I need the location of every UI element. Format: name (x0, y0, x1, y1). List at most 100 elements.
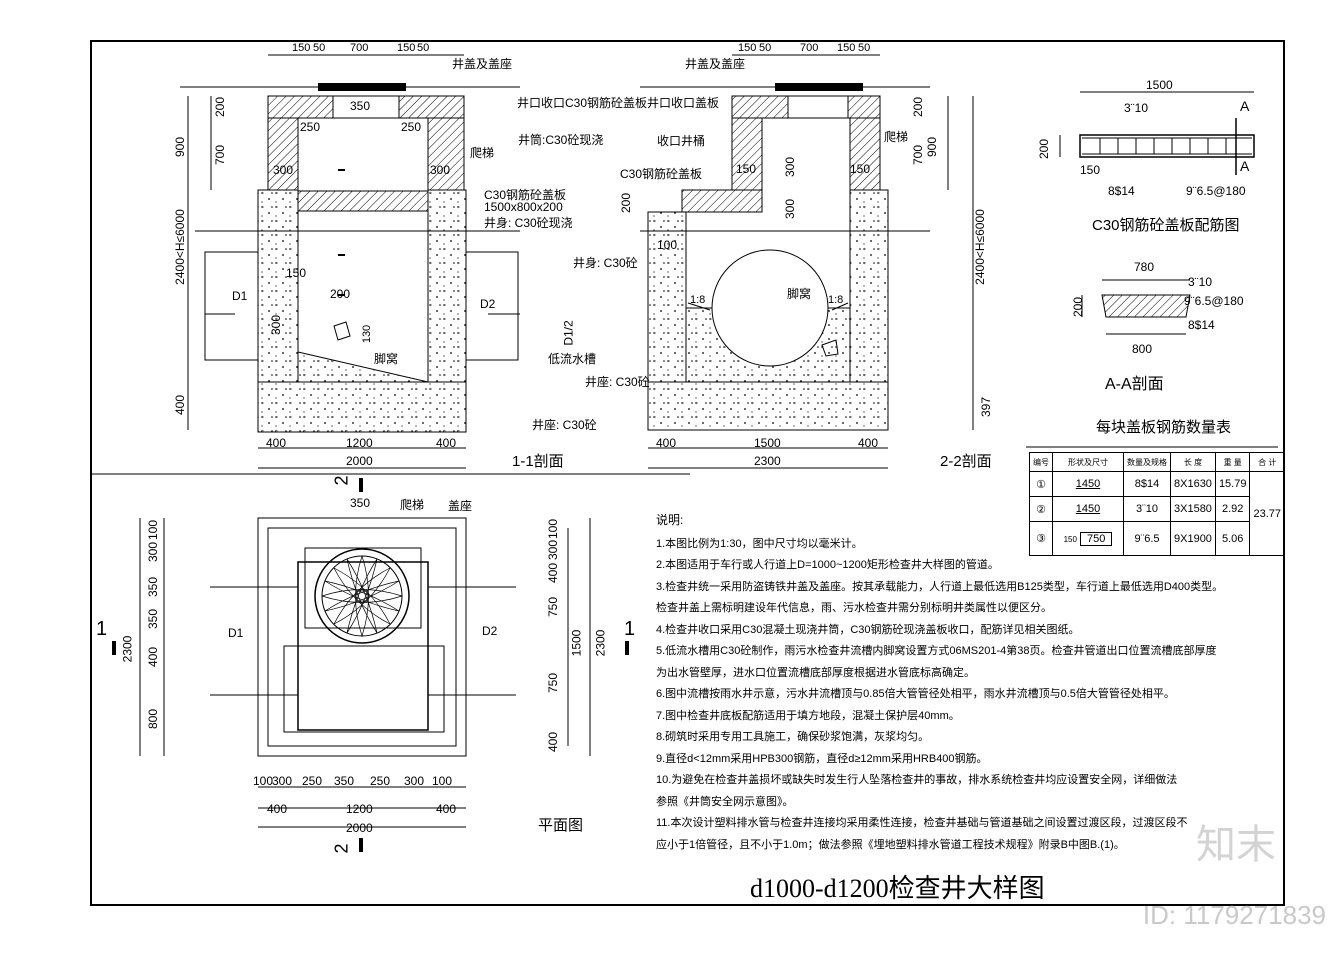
plan-top-dim: 350 (350, 496, 371, 510)
section-2-2 (640, 54, 974, 469)
plan-seat-label: 盖座 (448, 499, 473, 513)
s22-neck-label: 收口井桶 (657, 134, 706, 148)
plan-left-dim-350b: 350 (146, 608, 161, 630)
s11-dim-250b: 250 (401, 120, 422, 134)
plan-cut-1-left: 1 (96, 618, 108, 640)
plan-bottom-dim-2000: 2000 (346, 821, 373, 835)
s11-dim-350: 350 (350, 99, 371, 113)
cover-slab (281, 190, 449, 212)
note-line: 9.直径d<12mm采用HPB300钢筋，直径d≥12mm采用HRB400钢筋。 (656, 752, 988, 765)
well-base (257, 381, 467, 433)
note-line: 4.检查井收口采用C30混凝土现浇井筒，C30钢筋砼现浇盖板收口，配筋详见相关图… (656, 623, 1080, 636)
plan-right-dim-1500: 1500 (569, 629, 584, 657)
s11-ladder-label: 爬梯 (470, 146, 495, 160)
plan-bottom-dim-300b: 300 (404, 774, 425, 788)
s11-d1-label: D1 (232, 289, 248, 303)
rebar-weight: 2.92 (1214, 496, 1251, 522)
plan-right-dim-750b: 750 (546, 672, 561, 694)
s22-right-dim-397: 397 (979, 396, 994, 418)
plan-bottom-dim-350: 350 (334, 774, 355, 788)
s22-dim-100: 100 (657, 238, 678, 252)
note-line: 应小于1倍管径，且不小于1.0m；做法参照《埋地塑料排水管道工程技术规程》附录B… (656, 838, 1125, 851)
note-line: 为出水管壁厚，进水口位置流槽底部厚度根据进水管底标高确定。 (656, 666, 975, 679)
s11-top-dim-4: 150 (397, 42, 416, 54)
plan-view (112, 478, 629, 852)
note-line: 2.本图适用于车行或人行道上D=1000~1200矩形检查井大样图的管道。 (656, 559, 999, 571)
aa-bar-3: 9¨6.5@180 (1184, 294, 1244, 308)
s11-bottom-dim-2000: 2000 (346, 454, 373, 468)
s11-base-label: 井座: C30砼 (532, 418, 597, 432)
plan-d1-label: D1 (228, 626, 244, 640)
s11-dim-300c: 300 (269, 314, 284, 336)
s11-left-dim-h: 2400<H≤6000 (172, 209, 187, 285)
rebar-spec: 8$14 (1123, 471, 1171, 497)
s11-body-label: 井身: C30砼现浇 (484, 216, 573, 230)
s22-dim-200: 200 (911, 96, 926, 118)
note-line: 6.图中流槽按雨水井示意，污水井流槽顶与0.85倍大管管径处相平，雨水井流槽顶与… (656, 688, 1175, 700)
s22-cover-label: 井盖及盖座 (685, 57, 746, 71)
s11-dim-250a: 250 (300, 120, 321, 134)
rebar-header-weight: 重 量 (1214, 452, 1251, 472)
slab-rebar-drawing (1026, 91, 1278, 448)
table-row: ② 1450 3¨10 3X1580 2.92 (1029, 496, 1285, 522)
table-row: ① 1450 8$14 8X1630 15.79 23.77 (1029, 471, 1285, 556)
note-line: 检查井盖上需标明建设年代信息，雨、污水检查井需分别标明井类属性以便区分。 (656, 602, 1052, 614)
s11-cover-label: 井盖及盖座 (452, 57, 513, 71)
s22-base-label: 井座: C30砼 (585, 375, 650, 389)
section-mark-a-top: A (1240, 98, 1250, 114)
rebar-table-title: 每块盖板钢筋数量表 (1096, 419, 1232, 436)
s22-dim-200b: 200 (619, 192, 634, 214)
plan-right-dim-2300: 2300 (593, 629, 608, 657)
plan-right-dim-400a: 400 (546, 562, 561, 584)
watermark-logo: 知末 (1196, 822, 1276, 868)
s11-d2-label: D2 (480, 297, 496, 311)
s11-barrel-label: 井筒:C30砼现浇 (518, 133, 604, 147)
s11-bottom-dim-1200: 1200 (346, 436, 373, 450)
rebar-spec: 9¨6.5 (1123, 521, 1171, 556)
plan-bottom-dim-100a: 100 (253, 774, 274, 788)
rebar-header-spec: 数量及规格 (1123, 452, 1171, 472)
s11-dim-300b: 300 (430, 163, 451, 177)
plan-bottom-dim-250b: 250 (370, 774, 391, 788)
s22-dim-700: 700 (911, 144, 926, 166)
s22-dim-150a: 150 (736, 162, 757, 176)
rebar-total: 23.77 (1249, 471, 1285, 556)
rebar-length: 8X1630 (1170, 471, 1216, 497)
section-1-1 (180, 54, 520, 469)
s11-top-dim-2: 50 (313, 42, 326, 54)
plan-right-dim-400b: 400 (546, 731, 561, 753)
note-line: 7.图中检查井底板配筋适用于填方地段，混凝土保护层40mm。 (656, 709, 960, 722)
note-line: 5.低流水槽用C30砼制作，雨污水检查井流槽内脚窝设置方式06MS201-4第3… (656, 645, 1217, 657)
plan-bottom-dim-400a: 400 (267, 802, 288, 816)
plan-left-dim-300: 300 (146, 541, 161, 563)
note-line: 3.检查井统一采用防盗铸铁井盖及盖座。按其承载能力，人行道上最低选用B125类型… (656, 580, 1224, 593)
slab-bar-2: 3¨10 (1124, 101, 1149, 115)
slab-edge-dim: 150 (1080, 163, 1101, 177)
notes-heading: 说明: (656, 513, 684, 527)
note-line: 8.砌筑时采用专用工具施工，确保砂浆饱满，灰浆均匀。 (656, 731, 930, 743)
rebar-table: 编号 形状及尺寸 数量及规格 长 度 重 量 合 计 ① 1450 8$14 8… (1029, 452, 1285, 556)
rebar-shape: 1450 (1052, 471, 1124, 497)
aa-title: A-A剖面 (1105, 376, 1164, 393)
s11-dim-700: 700 (213, 144, 228, 166)
aa-bar-1: 8$14 (1188, 318, 1215, 332)
rebar-header-no: 编号 (1029, 452, 1053, 472)
aa-height-dim: 200 (1071, 296, 1086, 318)
rebar-weight: 5.06 (1214, 521, 1251, 556)
plan-cut-2-top: 2 (331, 475, 352, 486)
s22-top-dim-1: 150 (738, 42, 757, 54)
s22-dim-300a: 300 (783, 156, 798, 178)
s11-collar-label: 井口收口C30钢筋砼盖板井口收口盖板 (517, 96, 720, 110)
s11-left-dim-400: 400 (173, 394, 188, 416)
rebar-no: ① (1029, 471, 1053, 497)
s22-right-dim-900: 900 (925, 136, 940, 158)
rebar-shape-cell: 150 750 (1052, 521, 1124, 556)
plan-left-dim-100: 100 (146, 519, 161, 541)
s11-dim-130: 130 (361, 324, 374, 344)
rebar-weight: 15.79 (1214, 471, 1251, 497)
note-line: 11.本次设计塑料排水管与检查井连接均采用柔性连接，检查井基础与管道基础之间设置… (656, 817, 1188, 829)
s22-bottom-dim-400b: 400 (858, 436, 879, 450)
s22-title: 2-2剖面 (940, 453, 992, 470)
plan-bottom-dim-250a: 250 (302, 774, 323, 788)
drawing-title: d1000-d1200检查井大样图 (750, 874, 1045, 903)
